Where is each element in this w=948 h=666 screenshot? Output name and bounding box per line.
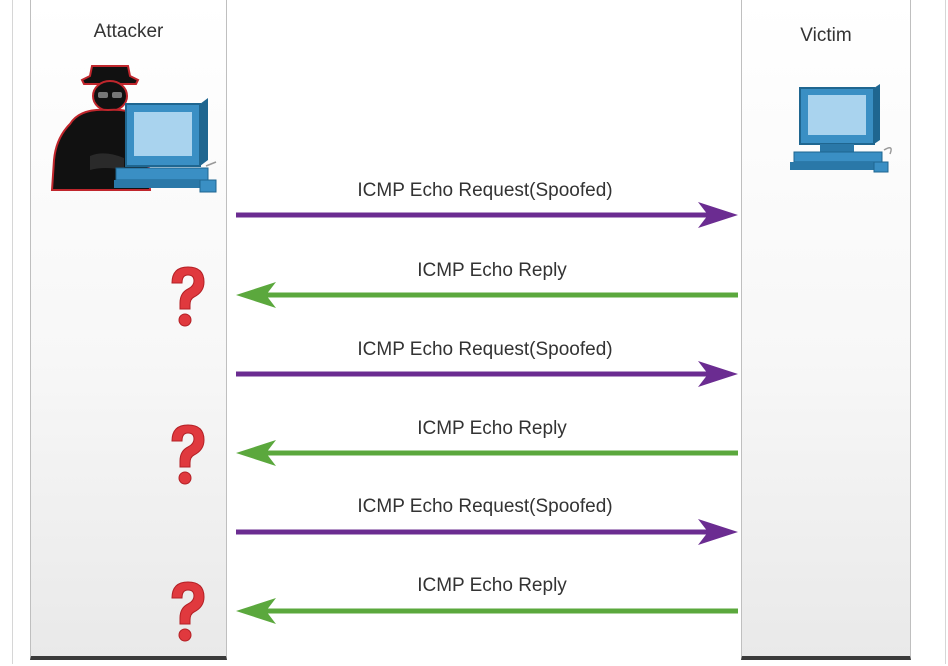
reply-arrowhead (236, 598, 276, 624)
request-label: ICMP Echo Request(Spoofed) (357, 180, 613, 201)
victim-label: Victim (800, 25, 852, 46)
request-label: ICMP Echo Request(Spoofed) (357, 339, 613, 360)
question-mark-icon (166, 423, 210, 487)
question-mark-icon (166, 580, 210, 644)
desktop-computer-icon (790, 84, 892, 173)
request-arrowhead (698, 519, 738, 545)
request-arrowhead (698, 202, 738, 228)
reply-arrowhead (236, 282, 276, 308)
reply-label: ICMP Echo Reply (417, 260, 567, 281)
victim-lane: Victim (741, 0, 911, 660)
attacker-label: Attacker (93, 21, 164, 42)
attacker-with-computer-icon (50, 65, 217, 193)
request-arrowhead (698, 361, 738, 387)
diagram-frame (12, 0, 946, 664)
request-label: ICMP Echo Request(Spoofed) (357, 496, 613, 517)
reply-arrowhead (236, 440, 276, 466)
reply-label: ICMP Echo Reply (417, 575, 567, 596)
question-mark-icon (166, 265, 210, 329)
reply-label: ICMP Echo Reply (417, 418, 567, 439)
